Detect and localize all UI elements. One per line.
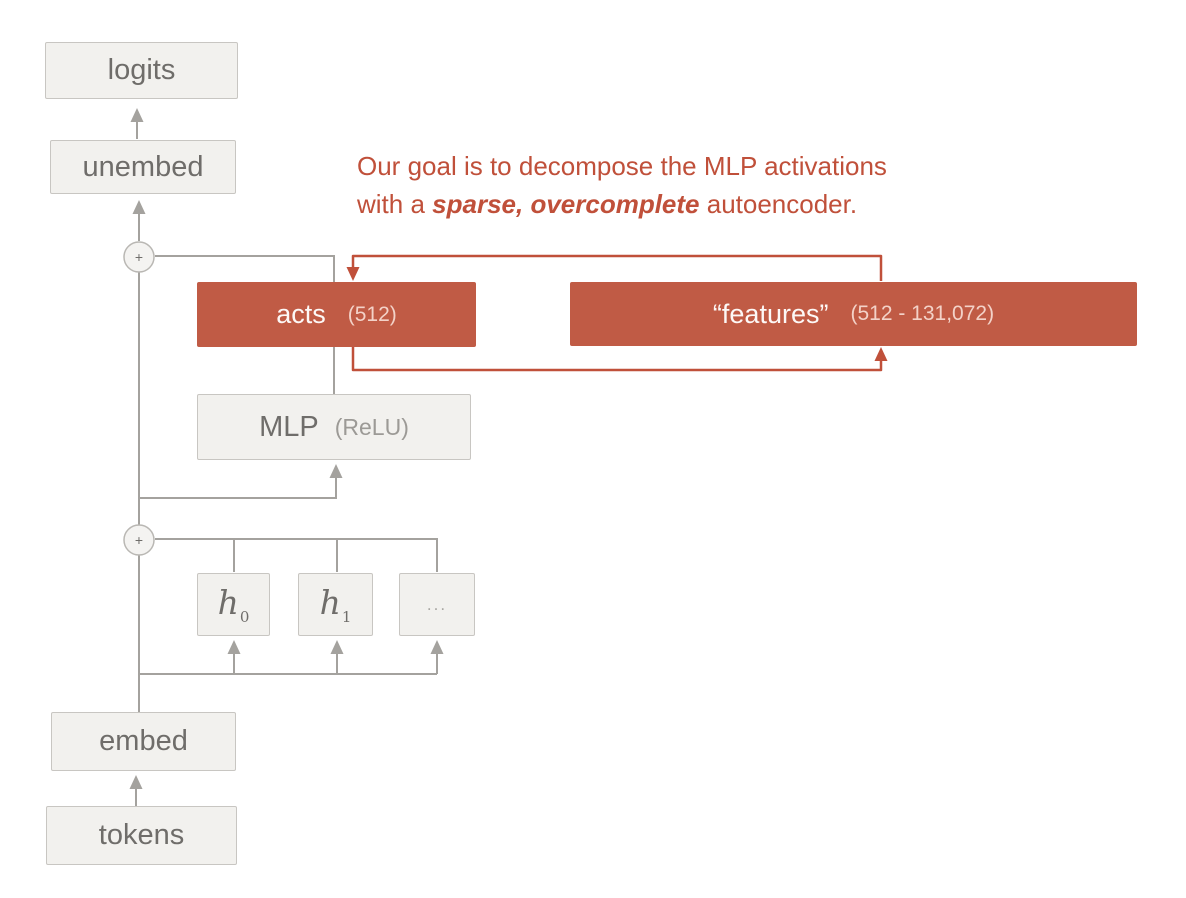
- attention-input-path: [139, 640, 444, 675]
- attention-head-0-node: h0: [197, 573, 270, 636]
- attention-head-more-node: ...: [399, 573, 475, 636]
- goal-annotation-line1: Our goal is to decompose the MLP activat…: [357, 151, 887, 181]
- goal-annotation: Our goal is to decompose the MLP activat…: [357, 147, 1077, 223]
- attention-output-path: [155, 538, 438, 572]
- mlp-output-path: [155, 255, 335, 394]
- goal-annotation-line2-prefix: with a: [357, 189, 433, 219]
- logits-label: logits: [107, 54, 176, 86]
- logits-node: logits: [45, 42, 238, 99]
- unembed-label: unembed: [82, 150, 204, 183]
- tokens-label: tokens: [98, 819, 185, 851]
- arrow-unembed-to-logits: [130, 108, 144, 139]
- plus-icon: +: [135, 532, 143, 548]
- attention-head-1-node: h1: [298, 573, 373, 636]
- mlp-label: MLP: [259, 410, 319, 443]
- unembed-node: unembed: [50, 140, 236, 194]
- features-label: “features”: [712, 298, 829, 329]
- decoder-arrow: [346, 254, 883, 281]
- mlp-input-path: [140, 464, 343, 499]
- acts-node: acts (512): [197, 282, 476, 347]
- encoder-arrow: [351, 347, 888, 372]
- features-node: “features” (512 - 131,072): [570, 282, 1137, 346]
- residual-add-bottom-icon: +: [123, 524, 155, 556]
- embed-label: embed: [99, 725, 188, 757]
- h-variable: h: [319, 583, 341, 623]
- goal-annotation-line2-suffix: autoencoder.: [699, 189, 858, 219]
- attention-head-1-label: h1: [320, 583, 352, 626]
- acts-dims-label: (512): [347, 302, 397, 326]
- tokens-node: tokens: [46, 806, 237, 865]
- ellipsis-label: ...: [426, 594, 448, 614]
- mlp-activation-label: (ReLU): [334, 413, 409, 440]
- mlp-node: MLP (ReLU): [197, 394, 471, 460]
- acts-label: acts: [276, 299, 326, 329]
- plus-icon: +: [135, 249, 143, 265]
- features-dims-label: (512 - 131,072): [850, 302, 995, 325]
- arrow-tokens-to-embed: [129, 775, 143, 806]
- goal-annotation-line2-emphasis: sparse, overcomplete: [432, 189, 700, 219]
- attention-head-0-label: h0: [218, 583, 250, 626]
- embed-node: embed: [51, 712, 236, 771]
- h-subscript: 1: [341, 607, 352, 626]
- arrow-add-to-unembed: [132, 200, 146, 241]
- goal-annotation-line2: with a sparse, overcomplete autoencoder.: [357, 185, 1077, 223]
- residual-add-top-icon: +: [123, 241, 155, 273]
- h-subscript: 0: [239, 607, 250, 626]
- h-variable: h: [217, 583, 239, 623]
